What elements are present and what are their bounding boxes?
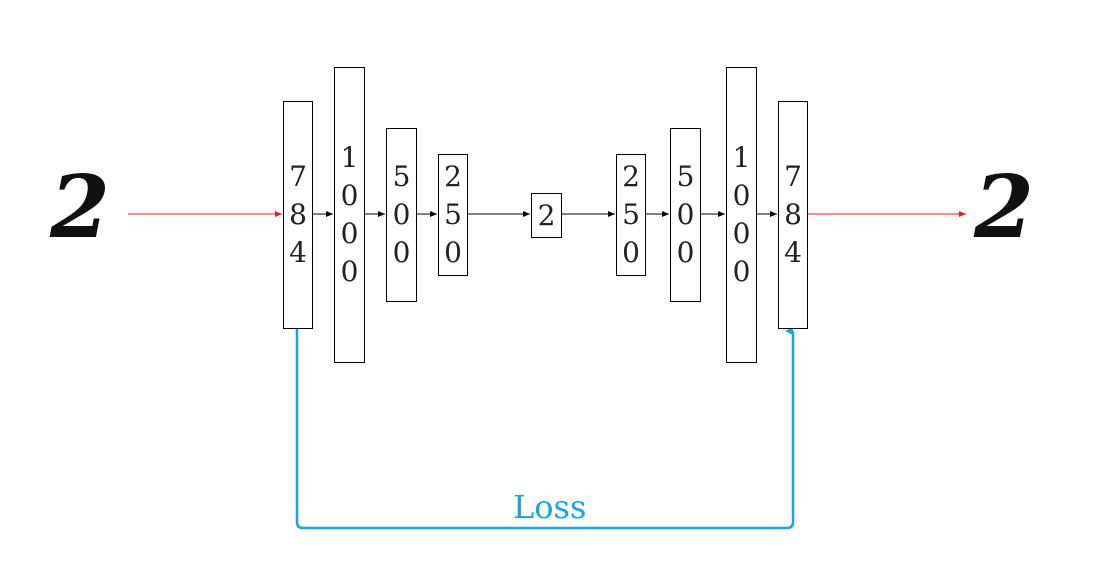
- layer-unit-digit: 8: [784, 198, 802, 231]
- layer-unit-digit: 8: [289, 198, 307, 231]
- layer-box-enc-1000: 10001000: [334, 67, 365, 363]
- layer-unit-digit: 0: [732, 217, 751, 250]
- layer-unit-digit: 0: [392, 198, 411, 231]
- input-digit-image: 2: [50, 157, 110, 258]
- layer-unit-digit: 0: [340, 255, 359, 288]
- layer-unit-digit: 0: [340, 179, 359, 212]
- layer-unit-digit: 4: [784, 236, 802, 269]
- layer-box-enc-250: 250250: [438, 154, 468, 276]
- layer-unit-digit: 2: [622, 160, 640, 193]
- layer-unit-digit: 5: [444, 198, 462, 231]
- layer-box-dec-1000: 10001000: [726, 67, 757, 363]
- layer-unit-digit: 0: [340, 217, 359, 250]
- layer-unit-digit: 0: [392, 236, 411, 269]
- layer-unit-digit: 0: [676, 198, 695, 231]
- layer-unit-digit: 1: [340, 141, 359, 174]
- layer-unit-digit: 5: [392, 160, 411, 193]
- layer-box-enc-784: 784784: [283, 101, 313, 329]
- layer-box-enc-500: 500500: [386, 128, 417, 302]
- layer-unit-digit: 0: [622, 236, 640, 269]
- layer-unit-digit: 1: [732, 141, 751, 174]
- layer-unit-digit: 7: [289, 160, 307, 193]
- loss-connector: [295, 327, 795, 530]
- layer-unit-digit: 0: [676, 236, 695, 269]
- layer-box-dec-250: 250250: [616, 154, 646, 276]
- layer-unit-digit: 5: [676, 160, 695, 193]
- loss-label: Loss: [513, 488, 587, 526]
- layer-unit-digit: 7: [784, 160, 802, 193]
- layer-unit-digit: 2: [444, 160, 462, 193]
- layer-unit-digit: 0: [732, 255, 751, 288]
- output-digit-image: 2: [974, 157, 1034, 258]
- layer-unit-digit: 5: [622, 198, 640, 231]
- layer-unit-digit: 2: [537, 198, 556, 232]
- layer-unit-digit: 0: [732, 179, 751, 212]
- layer-unit-digit: 0: [444, 236, 462, 269]
- layer-unit-digit: 4: [289, 236, 307, 269]
- layer-box-dec-500: 500500: [670, 128, 701, 302]
- layer-box-code-2: 22: [531, 193, 562, 238]
- layer-box-dec-784: 784784: [778, 101, 808, 329]
